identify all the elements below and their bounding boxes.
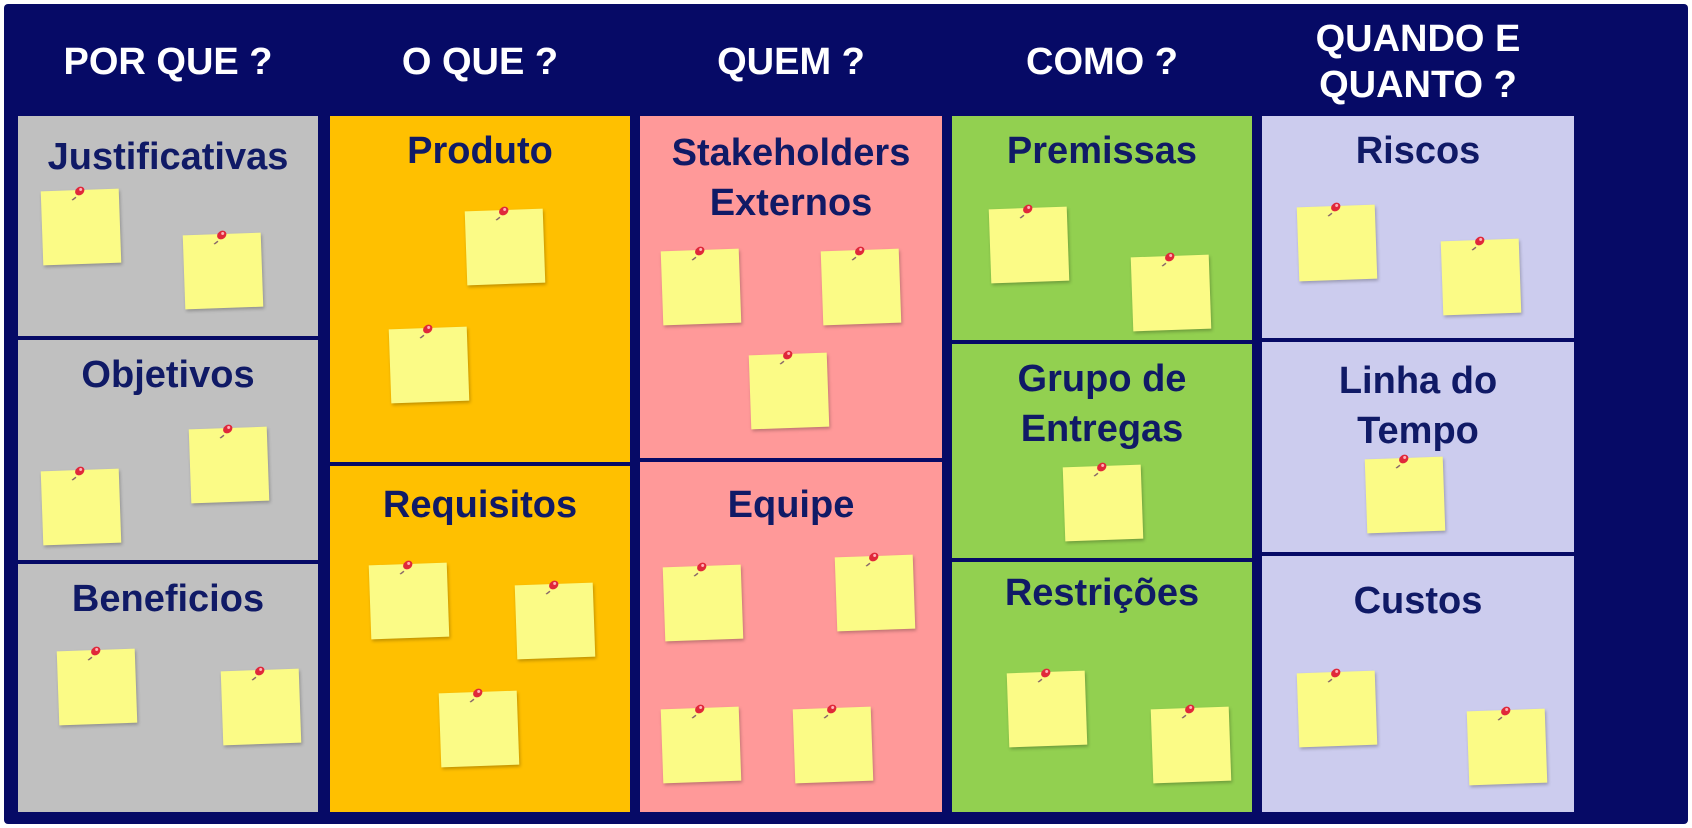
pushpin-icon xyxy=(1395,452,1412,469)
sticky-note[interactable] xyxy=(792,704,874,784)
pushpin-icon xyxy=(213,228,230,245)
sticky-note[interactable] xyxy=(1440,236,1522,316)
sticky-note[interactable] xyxy=(820,246,902,326)
section-title-justificativas: Justificativas xyxy=(47,136,289,178)
sticky-note[interactable] xyxy=(438,688,520,768)
sticky-note[interactable] xyxy=(188,424,270,504)
sticky-note[interactable] xyxy=(56,646,138,726)
pushpin-icon xyxy=(779,348,796,365)
canvas-board: POR QUE ? Justificativas Objetivos Benef… xyxy=(4,4,1688,824)
sticky-note[interactable] xyxy=(1296,202,1378,282)
pushpin-icon xyxy=(1161,250,1178,267)
pushpin-icon xyxy=(691,702,708,719)
section-title-requisitos: Requisitos xyxy=(382,484,578,526)
section-title-restricoes: Restrições xyxy=(1004,572,1200,614)
sticky-note[interactable] xyxy=(1062,462,1144,542)
section-objetivos: Objetivos xyxy=(18,340,318,560)
section-requisitos: Requisitos xyxy=(330,466,630,812)
pushpin-icon xyxy=(87,644,104,661)
pushpin-icon xyxy=(1327,666,1344,683)
column-header-quem: QUEM ? xyxy=(717,41,865,83)
sticky-note[interactable] xyxy=(1364,454,1446,534)
sticky-note[interactable] xyxy=(388,324,470,404)
sticky-note[interactable] xyxy=(1130,252,1212,332)
section-custos: Custos xyxy=(1262,556,1574,812)
sticky-note[interactable] xyxy=(660,246,742,326)
pushpin-icon xyxy=(251,664,268,681)
section-riscos: Riscos xyxy=(1262,116,1574,338)
section-linha-do-tempo: Linha do Tempo xyxy=(1262,342,1574,552)
sticky-note[interactable] xyxy=(660,704,742,784)
section-title-grupo-de-entregas: Grupo de Entregas xyxy=(1017,358,1187,450)
sticky-note[interactable] xyxy=(182,230,264,310)
section-title-produto: Produto xyxy=(407,130,553,172)
pushpin-icon xyxy=(691,244,708,261)
section-stakeholders-externos: Stakeholders Externos xyxy=(640,116,942,458)
sticky-note[interactable] xyxy=(514,580,596,660)
section-title-objetivos: Objetivos xyxy=(81,354,255,396)
pushpin-icon xyxy=(495,204,512,221)
sticky-note[interactable] xyxy=(220,666,302,746)
sticky-note[interactable] xyxy=(1296,668,1378,748)
pushpin-icon xyxy=(1093,460,1110,477)
pushpin-icon xyxy=(1037,666,1054,683)
section-title-linha-do-tempo: Linha do Tempo xyxy=(1338,360,1498,452)
pushpin-icon xyxy=(1471,234,1488,251)
sticky-note[interactable] xyxy=(662,562,744,642)
section-title-beneficios: Beneficios xyxy=(71,578,265,620)
pushpin-icon xyxy=(865,550,882,567)
sticky-note[interactable] xyxy=(368,560,450,640)
section-grupo-de-entregas: Grupo de Entregas xyxy=(952,344,1252,558)
column-header-quando-e-quanto: QUANDO E QUANTO ? xyxy=(1315,18,1521,106)
column-header-o-que: O QUE ? xyxy=(401,41,559,83)
section-premissas: Premissas xyxy=(952,116,1252,340)
sticky-note[interactable] xyxy=(1150,704,1232,784)
pushpin-icon xyxy=(823,702,840,719)
pushpin-icon xyxy=(851,244,868,261)
sticky-note[interactable] xyxy=(40,466,122,546)
sticky-note[interactable] xyxy=(40,186,122,266)
pushpin-icon xyxy=(399,558,416,575)
sticky-note[interactable] xyxy=(1006,668,1088,748)
sticky-note[interactable] xyxy=(988,204,1070,284)
pushpin-icon xyxy=(71,464,88,481)
section-title-custos: Custos xyxy=(1353,580,1483,622)
section-title-stakeholders-externos: Stakeholders Externos xyxy=(671,132,911,224)
section-title-equipe: Equipe xyxy=(727,484,855,526)
section-equipe: Equipe xyxy=(640,462,942,812)
column-header-como: COMO ? xyxy=(1026,41,1178,83)
pushpin-icon xyxy=(1497,704,1514,721)
section-beneficios: Beneficios xyxy=(18,564,318,812)
pushpin-icon xyxy=(1327,200,1344,217)
pushpin-icon xyxy=(71,184,88,201)
pushpin-icon xyxy=(219,422,236,439)
sticky-note[interactable] xyxy=(1466,706,1548,786)
pushpin-icon xyxy=(469,686,486,703)
pushpin-icon xyxy=(419,322,436,339)
sticky-note[interactable] xyxy=(464,206,546,286)
section-title-riscos: Riscos xyxy=(1355,130,1481,172)
sticky-note[interactable] xyxy=(748,350,830,430)
column-header-por-que: POR QUE ? xyxy=(63,41,273,83)
pushpin-icon xyxy=(693,560,710,577)
section-restricoes: Restrições xyxy=(952,562,1252,812)
pushpin-icon xyxy=(1019,202,1036,219)
section-justificativas: Justificativas xyxy=(18,116,318,336)
pushpin-icon xyxy=(1181,702,1198,719)
pushpin-icon xyxy=(545,578,562,595)
sticky-note[interactable] xyxy=(834,552,916,632)
section-produto: Produto xyxy=(330,116,630,462)
section-title-premissas: Premissas xyxy=(1006,130,1198,172)
